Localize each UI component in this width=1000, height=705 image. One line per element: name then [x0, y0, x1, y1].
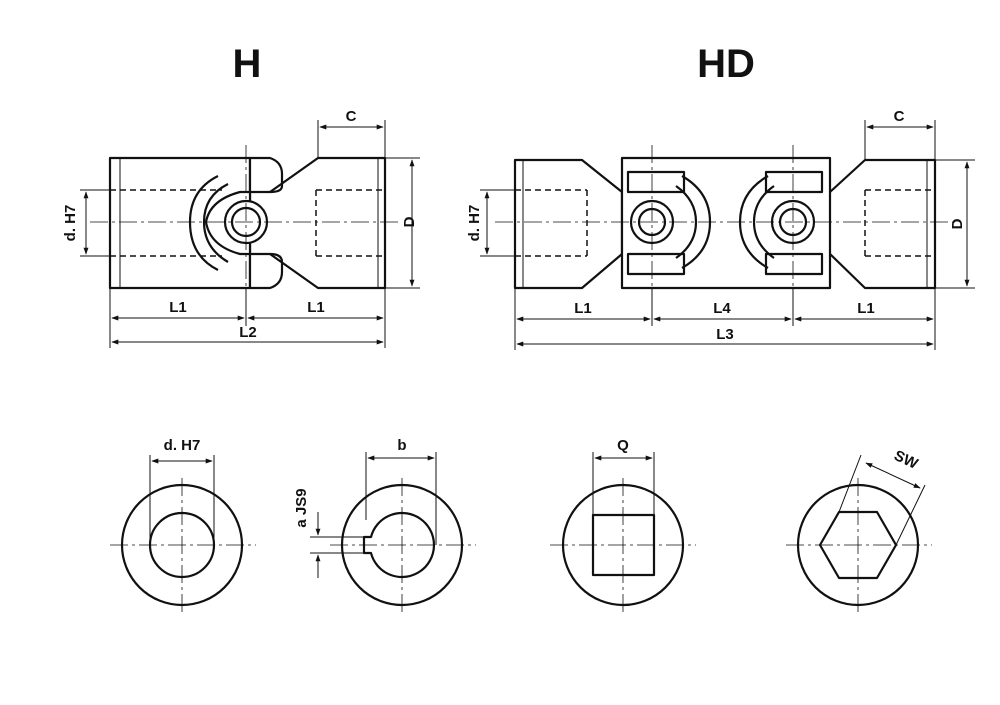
- single-left-length-label: L1: [169, 299, 187, 316]
- double-right-length-label: L1: [857, 300, 875, 317]
- single-bore-label: d. H7: [62, 205, 79, 242]
- double-joint-drawing: d. H7 D C L1 L4 L1 L3: [466, 108, 975, 350]
- double-bore-label: d. H7: [466, 205, 483, 242]
- title-hd: HD: [697, 42, 755, 86]
- single-right-hub: [269, 156, 387, 290]
- double-diameter-label: D: [949, 218, 966, 229]
- single-total-length-label: L2: [239, 324, 257, 341]
- single-right-length-label: L1: [307, 299, 325, 316]
- bore-square-view: Q: [550, 437, 696, 615]
- keyway-depth-label: a JS9: [293, 488, 310, 527]
- single-fork-length-label: C: [346, 108, 357, 125]
- double-total-length-label: L3: [716, 326, 734, 343]
- double-left-hub: [513, 158, 624, 290]
- double-middle-length-label: L4: [713, 300, 731, 317]
- square-bore-label: Q: [617, 437, 629, 454]
- double-left-length-label: L1: [574, 300, 592, 317]
- bore-round-view: d. H7: [110, 437, 256, 615]
- bore-hex-view: SW: [786, 447, 932, 615]
- round-bore-label: d. H7: [164, 437, 201, 454]
- keyway-width-label: b: [397, 437, 406, 454]
- title-h: H: [233, 42, 262, 86]
- single-diameter-label: D: [401, 216, 418, 227]
- bore-keyway-view: b a JS9: [293, 437, 476, 615]
- double-right-hub: [829, 158, 937, 290]
- single-joint-drawing: d. H7 D C L1 L1 L2: [62, 108, 420, 348]
- hex-bore-label: SW: [891, 447, 921, 473]
- double-fork-length-label: C: [894, 108, 905, 125]
